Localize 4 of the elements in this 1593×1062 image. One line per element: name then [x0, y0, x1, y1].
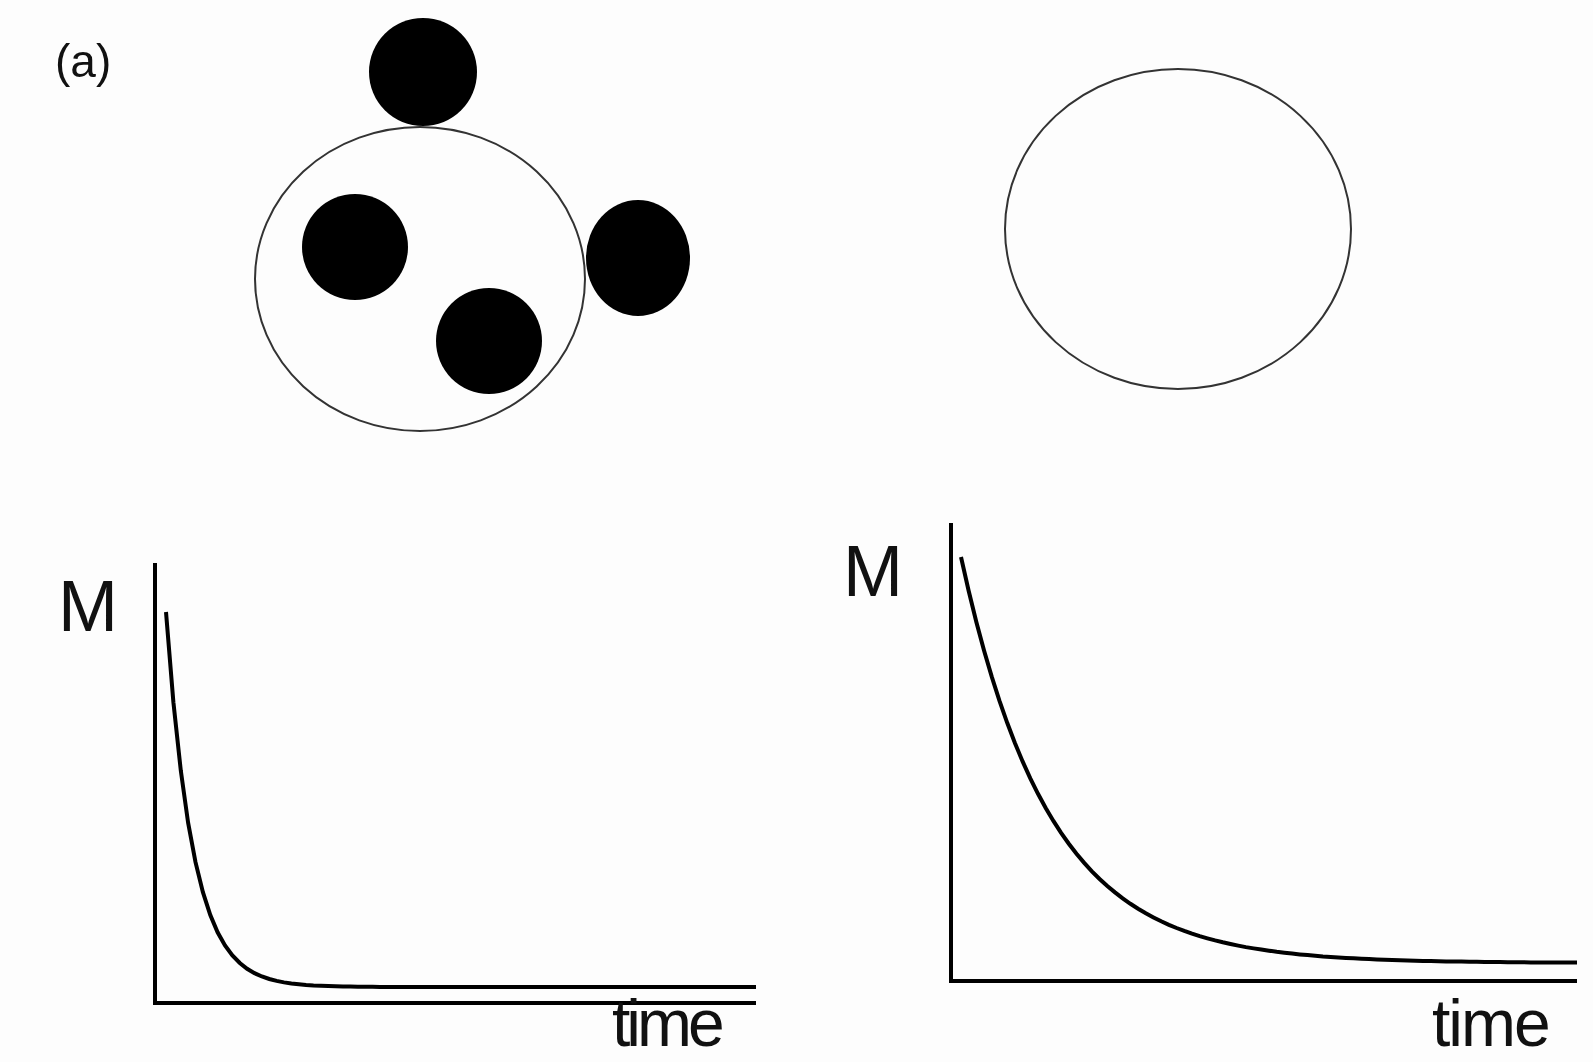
axis-label: M: [843, 535, 903, 607]
axis-label: M: [58, 570, 118, 642]
axis-label: time: [612, 990, 721, 1056]
axis-label: time: [1432, 990, 1549, 1056]
